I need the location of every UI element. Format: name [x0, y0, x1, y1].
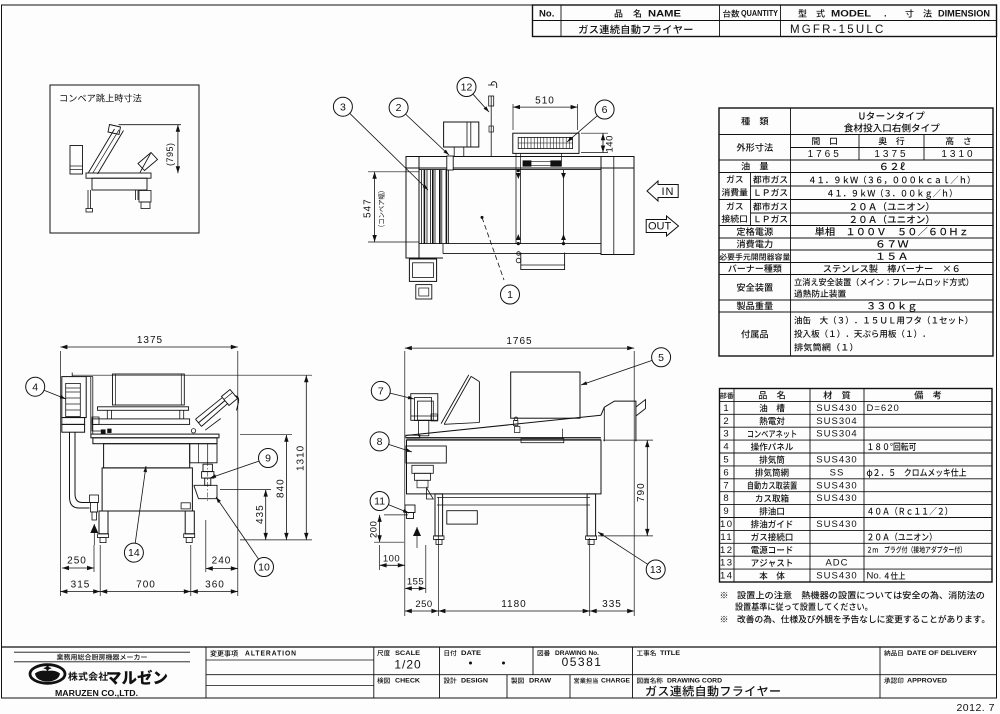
- svg-text:100: 100: [383, 554, 400, 565]
- svg-text:7: 7: [378, 386, 384, 398]
- svg-text:SUS430: SUS430: [816, 455, 857, 466]
- svg-text:1375: 1375: [137, 335, 163, 346]
- svg-text:250: 250: [415, 599, 432, 610]
- svg-text:.: .: [884, 9, 887, 20]
- svg-text:315: 315: [71, 580, 91, 591]
- svg-text:2012. 7: 2012. 7: [956, 702, 995, 714]
- svg-text:2: 2: [396, 102, 402, 114]
- svg-text:No.: No.: [539, 9, 554, 20]
- svg-text:SUS430: SUS430: [816, 480, 857, 491]
- svg-text:1/20: 1/20: [394, 658, 421, 672]
- svg-text:MGFR-15ULC: MGFR-15ULC: [790, 24, 885, 36]
- svg-text:9: 9: [723, 506, 730, 517]
- svg-text:10: 10: [258, 562, 270, 574]
- svg-text:5: 5: [723, 455, 730, 466]
- svg-text:8: 8: [377, 436, 383, 448]
- svg-text:APPROVED: APPROVED: [907, 678, 948, 685]
- svg-text:1765: 1765: [808, 149, 842, 160]
- svg-text:No.: No.: [867, 571, 882, 582]
- svg-text:1180: 1180: [501, 599, 527, 610]
- svg-text:700: 700: [136, 580, 156, 591]
- svg-text:7: 7: [723, 480, 730, 491]
- svg-text:1: 1: [507, 289, 513, 301]
- svg-text:TITLE: TITLE: [660, 650, 680, 657]
- svg-text:ALTERATION: ALTERATION: [245, 651, 297, 658]
- svg-text:790: 790: [636, 482, 647, 502]
- svg-text:MODEL: MODEL: [831, 9, 871, 20]
- svg-text:CHARGE: CHARGE: [601, 678, 630, 685]
- svg-text:1765: 1765: [506, 336, 532, 347]
- svg-text:14: 14: [720, 571, 734, 582]
- svg-text:NAME: NAME: [648, 9, 681, 20]
- svg-text:1375: 1375: [874, 149, 908, 160]
- svg-text:SUS430: SUS430: [816, 519, 857, 530]
- svg-text:SUS304: SUS304: [816, 429, 857, 440]
- svg-text:4: 4: [32, 381, 38, 393]
- svg-text:SUS304: SUS304: [816, 416, 857, 427]
- svg-text:840: 840: [276, 478, 287, 498]
- svg-text:(795): (795): [165, 142, 175, 166]
- svg-text:547: 547: [363, 198, 374, 218]
- svg-text:155: 155: [407, 577, 424, 588]
- svg-text:DRAWING CORD: DRAWING CORD: [667, 678, 723, 685]
- svg-text:12: 12: [461, 82, 473, 94]
- svg-text:12: 12: [720, 545, 734, 556]
- svg-text:3: 3: [723, 429, 730, 440]
- svg-text:DATE: DATE: [461, 650, 481, 657]
- svg-text:9: 9: [265, 453, 271, 465]
- svg-text:3: 3: [340, 101, 346, 113]
- svg-text:360: 360: [205, 580, 225, 591]
- svg-text:1310: 1310: [296, 445, 307, 471]
- svg-text:335: 335: [602, 599, 622, 610]
- svg-text:SUS430: SUS430: [816, 571, 857, 582]
- svg-text:MARUZEN CO.,LTD.: MARUZEN CO.,LTD.: [55, 689, 138, 698]
- svg-text:SUS430: SUS430: [816, 403, 857, 414]
- svg-text:DRAW: DRAW: [529, 678, 551, 685]
- svg-text:CHECK: CHECK: [395, 678, 421, 685]
- svg-text:8: 8: [723, 493, 730, 504]
- svg-text:510: 510: [535, 96, 555, 107]
- svg-text:1: 1: [723, 403, 730, 414]
- svg-text:1310: 1310: [941, 149, 975, 160]
- svg-text:140: 140: [605, 135, 616, 152]
- svg-text:240: 240: [212, 556, 232, 567]
- svg-text:6: 6: [602, 104, 608, 116]
- svg-text:6: 6: [723, 467, 730, 478]
- svg-text:SUS430: SUS430: [816, 493, 857, 504]
- svg-text:14: 14: [128, 547, 140, 559]
- svg-text:2: 2: [723, 416, 730, 427]
- svg-text:11: 11: [720, 532, 733, 543]
- svg-text:10: 10: [720, 519, 734, 530]
- svg-text:IN: IN: [662, 186, 675, 198]
- svg-text:SS: SS: [830, 467, 845, 478]
- svg-text:200: 200: [369, 521, 380, 538]
- svg-text:13: 13: [650, 564, 662, 576]
- svg-text:D=620: D=620: [867, 403, 900, 414]
- svg-text:435: 435: [255, 504, 266, 524]
- svg-text:SCALE: SCALE: [395, 650, 420, 657]
- svg-text:QUANTITY: QUANTITY: [741, 9, 779, 18]
- svg-text:DRAWING No.: DRAWING No.: [555, 650, 599, 657]
- svg-text:11: 11: [374, 496, 385, 508]
- svg-text:DESIGN: DESIGN: [461, 678, 489, 685]
- svg-text:DIMENSION: DIMENSION: [938, 9, 990, 20]
- svg-text:DATE OF DELIVERY: DATE OF DELIVERY: [907, 650, 978, 657]
- svg-text:250: 250: [67, 556, 87, 567]
- svg-text:5: 5: [658, 352, 664, 364]
- svg-text:05381: 05381: [562, 655, 603, 669]
- svg-text:OUT: OUT: [648, 221, 672, 233]
- svg-text:13: 13: [720, 558, 734, 569]
- svg-text:4: 4: [723, 442, 730, 453]
- svg-text:ADC: ADC: [825, 558, 848, 569]
